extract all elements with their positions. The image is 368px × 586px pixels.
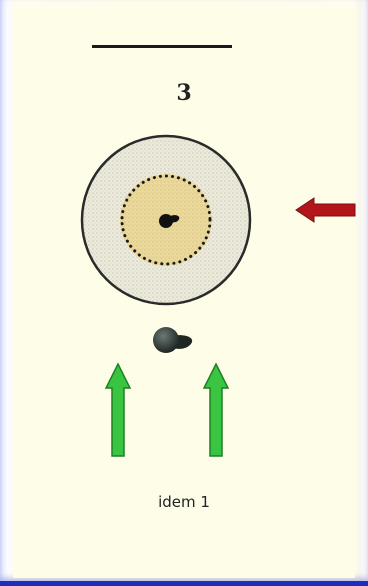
arrow-up-icon-left [106, 364, 130, 456]
arrow-left-icon [296, 198, 355, 222]
caption: idem 1 [0, 493, 368, 511]
arrow-up-icon-right [204, 364, 228, 456]
bowl-ball-icon [153, 327, 192, 353]
target-house [82, 136, 250, 304]
